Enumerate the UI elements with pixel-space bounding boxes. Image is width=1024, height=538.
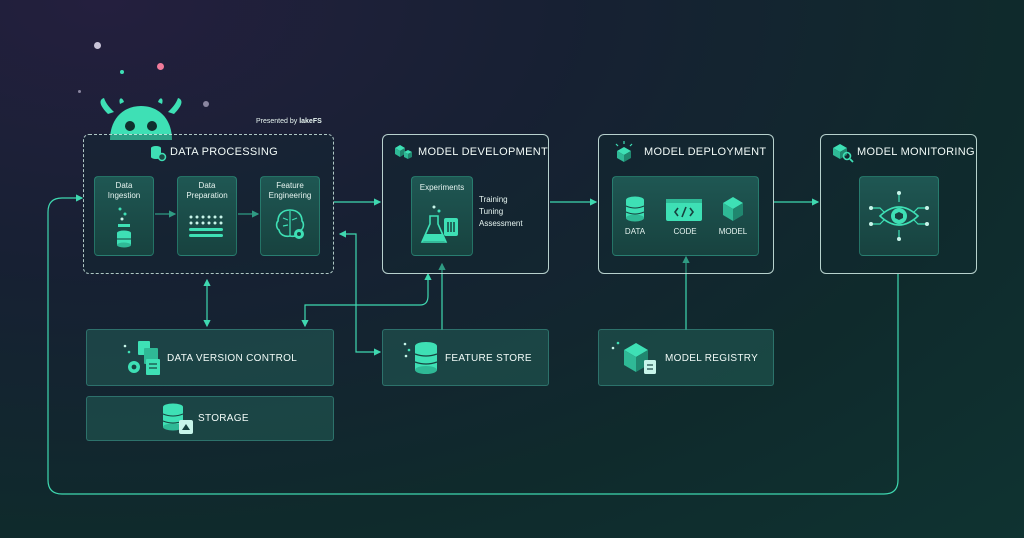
storage-title: STORAGE bbox=[198, 413, 249, 424]
cube-sparkle-icon bbox=[615, 141, 633, 162]
storage-database-icon bbox=[162, 403, 193, 434]
model-cube-icon bbox=[723, 197, 743, 221]
cube-search-icon bbox=[833, 144, 854, 163]
experiments-label: Experiments bbox=[419, 183, 465, 192]
feature-store-box[interactable] bbox=[382, 329, 549, 386]
version-control-icon bbox=[123, 341, 160, 375]
axolotl-mascot-icon bbox=[100, 98, 182, 140]
decor-dot bbox=[203, 101, 209, 107]
preparation-grid-icon bbox=[189, 215, 223, 237]
data-preparation-panel[interactable] bbox=[177, 176, 237, 256]
brand-name: lakeFS bbox=[299, 118, 322, 125]
decor-dot bbox=[157, 63, 164, 70]
deployment-item-code: CODE bbox=[673, 227, 697, 236]
storage-box[interactable] bbox=[86, 396, 334, 441]
presented-by: Presented by lakeFS bbox=[256, 118, 322, 125]
decor-dot bbox=[120, 70, 124, 74]
activity-training: Training bbox=[479, 195, 508, 204]
ingestion-icon bbox=[117, 207, 131, 248]
brain-gear-icon bbox=[275, 209, 305, 239]
model-registry-title: MODEL REGISTRY bbox=[665, 353, 759, 364]
data-version-control-title: DATA VERSION CONTROL bbox=[167, 353, 298, 364]
feature-store-title: FEATURE STORE bbox=[445, 353, 532, 364]
decor-dot bbox=[94, 42, 101, 49]
feature-store-icon bbox=[403, 342, 438, 374]
database-icon bbox=[625, 196, 645, 222]
feature-engineering-label: Feature Engineering bbox=[268, 181, 312, 200]
flask-experiment-icon bbox=[420, 205, 458, 243]
model-registry-icon bbox=[611, 341, 656, 374]
eye-network-icon bbox=[869, 191, 929, 241]
database-gear-icon bbox=[151, 146, 167, 162]
data-preparation-label: Data Preparation bbox=[186, 181, 228, 200]
deployment-item-model: MODEL bbox=[718, 227, 748, 236]
deployment-item-data: DATA bbox=[624, 227, 646, 236]
presented-by-text: Presented by bbox=[256, 118, 298, 125]
data-version-control-box[interactable] bbox=[86, 329, 334, 386]
model-deployment-title: MODEL DEPLOYMENT bbox=[644, 146, 767, 158]
model-development-title: MODEL DEVELOPMENT bbox=[418, 146, 548, 158]
activity-assessment: Assessment bbox=[479, 219, 523, 228]
decor-dot bbox=[78, 90, 81, 93]
cubes-icon bbox=[395, 145, 412, 159]
model-monitoring-title: MODEL MONITORING bbox=[857, 146, 975, 158]
data-ingestion-label: Data Ingestion bbox=[107, 181, 141, 200]
code-window-icon bbox=[666, 199, 702, 221]
activity-tuning: Tuning bbox=[479, 207, 504, 216]
data-processing-title: DATA PROCESSING bbox=[170, 146, 279, 158]
